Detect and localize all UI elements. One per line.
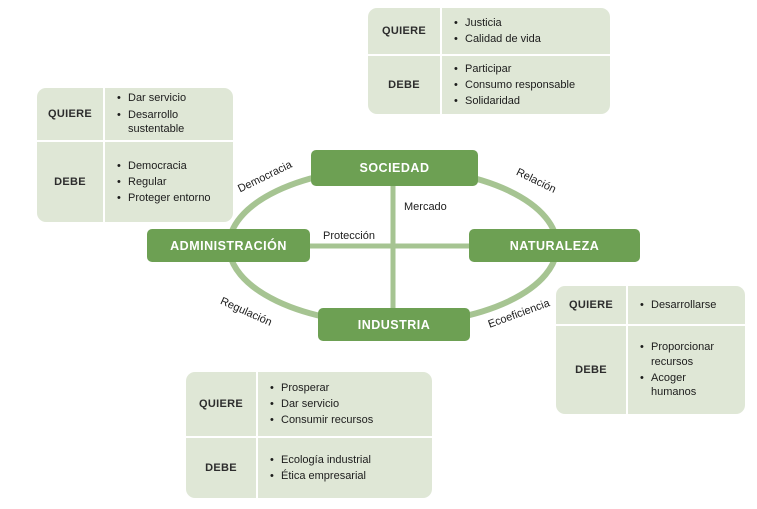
- bullet-item: Ecología industrial: [268, 453, 371, 468]
- node-sociedad: SOCIEDAD: [311, 150, 478, 186]
- debe-items: ParticiparConsumo responsableSolidaridad: [442, 56, 610, 114]
- bullet-item: Justicia: [452, 16, 541, 31]
- bullet-item: Acoger humanos: [638, 371, 716, 400]
- bullet-list: DemocraciaRegularProteger entorno: [115, 157, 211, 207]
- debe-label: DEBE: [37, 142, 103, 222]
- edge-label-mercado: Mercado: [404, 201, 447, 213]
- bullet-list: Proporcionar recursosAcoger humanos: [638, 339, 716, 402]
- bullet-list: Dar servicioDesarrollo sustentable: [115, 90, 223, 138]
- bullet-item: Participar: [452, 62, 575, 77]
- bullet-item: Proteger entorno: [115, 191, 211, 206]
- quiere-items: JusticiaCalidad de vida: [442, 8, 610, 54]
- quiere-items: ProsperarDar servicioConsumir recursos: [258, 372, 432, 436]
- debe-items: Proporcionar recursosAcoger humanos: [628, 326, 745, 414]
- debe-label: DEBE: [368, 56, 440, 114]
- node-administracion: ADMINISTRACIÓN: [147, 229, 310, 262]
- bullet-item: Ética empresarial: [268, 469, 371, 484]
- bullet-item: Calidad de vida: [452, 32, 541, 47]
- bullet-list: Ecología industrialÉtica empresarial: [268, 451, 371, 485]
- bullet-item: Dar servicio: [268, 397, 373, 412]
- bullet-item: Desarrollarse: [638, 298, 716, 313]
- quiere-items: Desarrollarse: [628, 286, 745, 324]
- node-naturaleza: NATURALEZA: [469, 229, 640, 262]
- quiere-label: QUIERE: [37, 88, 103, 140]
- bullet-list: ProsperarDar servicioConsumir recursos: [268, 379, 373, 429]
- debe-label: DEBE: [556, 326, 626, 414]
- bullet-list: Desarrollarse: [638, 296, 716, 314]
- bullet-item: Proporcionar recursos: [638, 340, 716, 369]
- table-sociedad: QUIERE JusticiaCalidad de vida DEBE Part…: [368, 8, 610, 114]
- bullet-item: Dar servicio: [115, 91, 223, 106]
- bullet-item: Regular: [115, 175, 211, 190]
- table-administracion: QUIERE Dar servicioDesarrollo sustentabl…: [37, 88, 233, 222]
- node-industria: INDUSTRIA: [318, 308, 470, 341]
- table-naturaleza: QUIERE Desarrollarse DEBE Proporcionar r…: [556, 286, 745, 414]
- bullet-item: Consumo responsable: [452, 78, 575, 93]
- bullet-item: Desarrollo sustentable: [115, 108, 223, 137]
- bullet-item: Solidaridad: [452, 94, 575, 109]
- quiere-label: QUIERE: [556, 286, 626, 324]
- bullet-list: ParticiparConsumo responsableSolidaridad: [452, 60, 575, 110]
- bullet-list: JusticiaCalidad de vida: [452, 14, 541, 48]
- bullet-item: Democracia: [115, 159, 211, 174]
- quiere-label: QUIERE: [368, 8, 440, 54]
- bullet-item: Consumir recursos: [268, 413, 373, 428]
- edge-label-proteccion: Protección: [323, 230, 375, 242]
- debe-items: DemocraciaRegularProteger entorno: [105, 142, 233, 222]
- quiere-label: QUIERE: [186, 372, 256, 436]
- quiere-items: Dar servicioDesarrollo sustentable: [105, 88, 233, 140]
- debe-items: Ecología industrialÉtica empresarial: [258, 438, 432, 498]
- bullet-item: Prosperar: [268, 381, 373, 396]
- debe-label: DEBE: [186, 438, 256, 498]
- table-industria: QUIERE ProsperarDar servicioConsumir rec…: [186, 372, 432, 498]
